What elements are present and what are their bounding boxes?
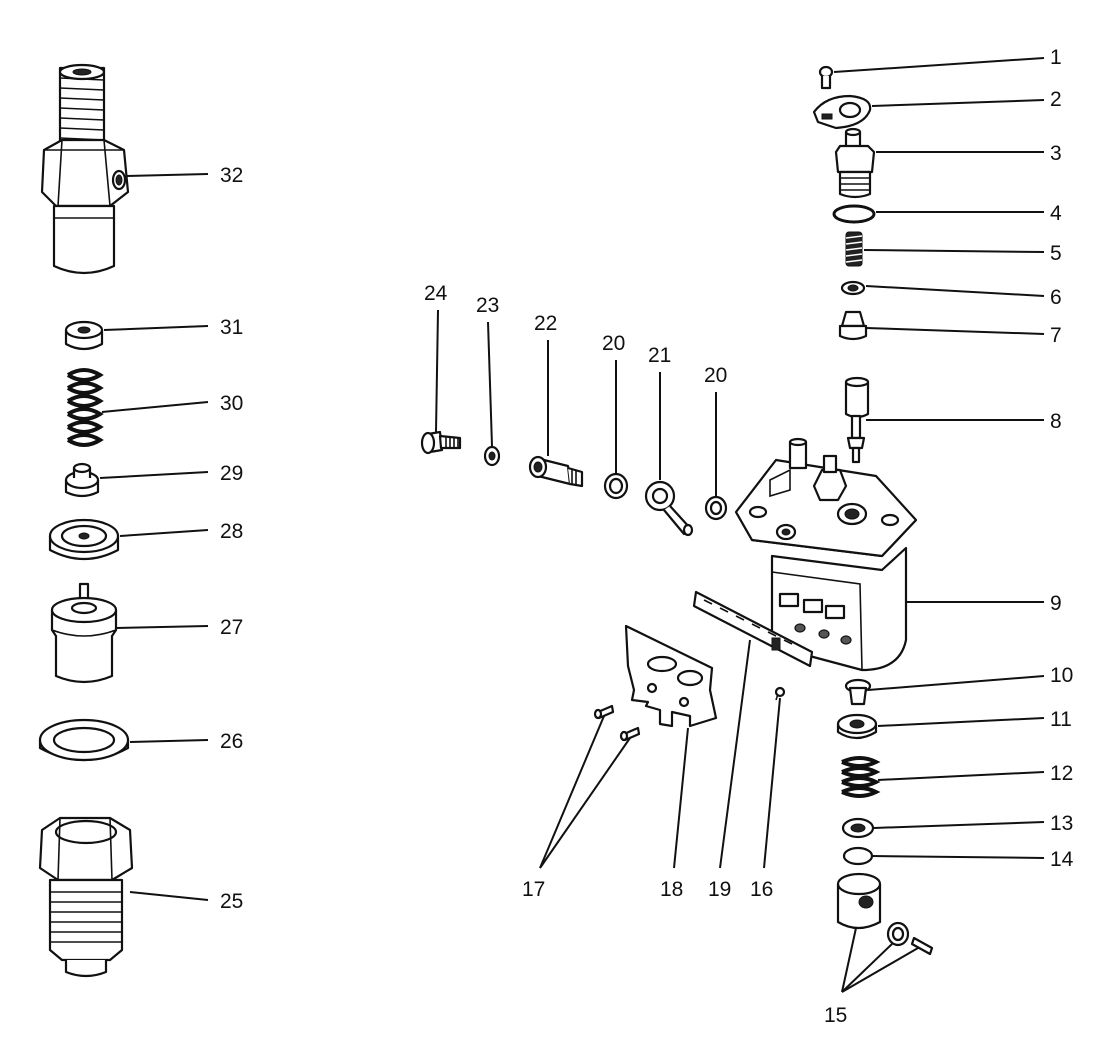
part-12-plunger-spring	[841, 756, 881, 798]
part-6-washer	[840, 280, 866, 296]
callout-28: 28	[220, 520, 243, 543]
part-32-nozzle-holder	[40, 63, 130, 275]
part-19-control-rack	[692, 590, 814, 668]
part-15-tappet-assembly	[836, 872, 934, 956]
part-17-screws	[593, 704, 641, 742]
part-16-pin	[774, 686, 786, 701]
callout-2: 2	[1050, 88, 1062, 111]
callout-26: 26	[220, 730, 243, 753]
callout-16: 16	[750, 878, 773, 901]
callout-15: 15	[824, 1004, 847, 1027]
part-1-screw	[818, 65, 834, 90]
callout-10: 10	[1050, 664, 1073, 687]
part-20-washer-right	[704, 495, 728, 521]
part-10-spring-seat-upper	[844, 678, 872, 706]
part-24-bolt	[420, 430, 462, 455]
callout-29: 29	[220, 462, 243, 485]
callout-25: 25	[220, 890, 243, 913]
callout-27: 27	[220, 616, 243, 639]
callout-7: 7	[1050, 324, 1062, 347]
part-18-cover-gasket	[624, 624, 718, 728]
part-27-nozzle	[50, 582, 118, 684]
part-3-delivery-valve-holder	[834, 127, 876, 199]
part-31-spacer	[64, 320, 104, 351]
callout-12: 12	[1050, 762, 1073, 785]
part-22-hollow-screw	[528, 455, 584, 488]
callout-5: 5	[1050, 242, 1062, 265]
part-11-spring-seat	[836, 713, 878, 740]
callout-32: 32	[220, 164, 243, 187]
callout-3: 3	[1050, 142, 1062, 165]
callout-13: 13	[1050, 812, 1073, 835]
part-13-lower-spring-seat	[841, 817, 875, 839]
callout-4: 4	[1050, 202, 1062, 225]
callout-labels: 1 2 3 4 5 6 7 8 9 10 11 12 13 14 15 16 1…	[220, 46, 1074, 1027]
part-28-distance-piece	[48, 518, 120, 560]
callout-17: 17	[522, 878, 545, 901]
part-23-washer	[483, 445, 501, 467]
callout-30: 30	[220, 392, 243, 415]
callout-9: 9	[1050, 592, 1062, 615]
callout-21: 21	[648, 344, 671, 367]
callout-31: 31	[220, 316, 243, 339]
callout-1: 1	[1050, 46, 1062, 69]
part-2-lock-plate	[812, 94, 872, 130]
part-29-push-rod	[64, 462, 100, 498]
part-9-pump-housing	[734, 437, 918, 672]
callout-19: 19	[708, 878, 731, 901]
callout-20-left: 20	[602, 332, 625, 355]
callout-11: 11	[1050, 708, 1072, 731]
callout-18: 18	[660, 878, 683, 901]
callout-14: 14	[1050, 848, 1074, 871]
callout-8: 8	[1050, 410, 1062, 433]
callout-20-right: 20	[704, 364, 727, 387]
part-7-delivery-valve	[838, 310, 868, 341]
callout-24: 24	[424, 282, 448, 305]
part-21-banjo-fitting	[644, 480, 694, 537]
part-4-o-ring	[832, 204, 876, 224]
part-26-gasket	[38, 718, 130, 762]
callout-6: 6	[1050, 286, 1062, 309]
callout-22: 22	[534, 312, 557, 335]
callout-23: 23	[476, 294, 499, 317]
part-5-spring	[845, 231, 863, 267]
leader-lines	[99, 57, 1045, 993]
part-25-nozzle-nut	[38, 816, 134, 978]
part-20-washer-left	[603, 472, 629, 500]
part-30-spring	[66, 368, 104, 447]
part-14-shim	[842, 846, 874, 866]
part-8-plunger	[844, 376, 870, 464]
